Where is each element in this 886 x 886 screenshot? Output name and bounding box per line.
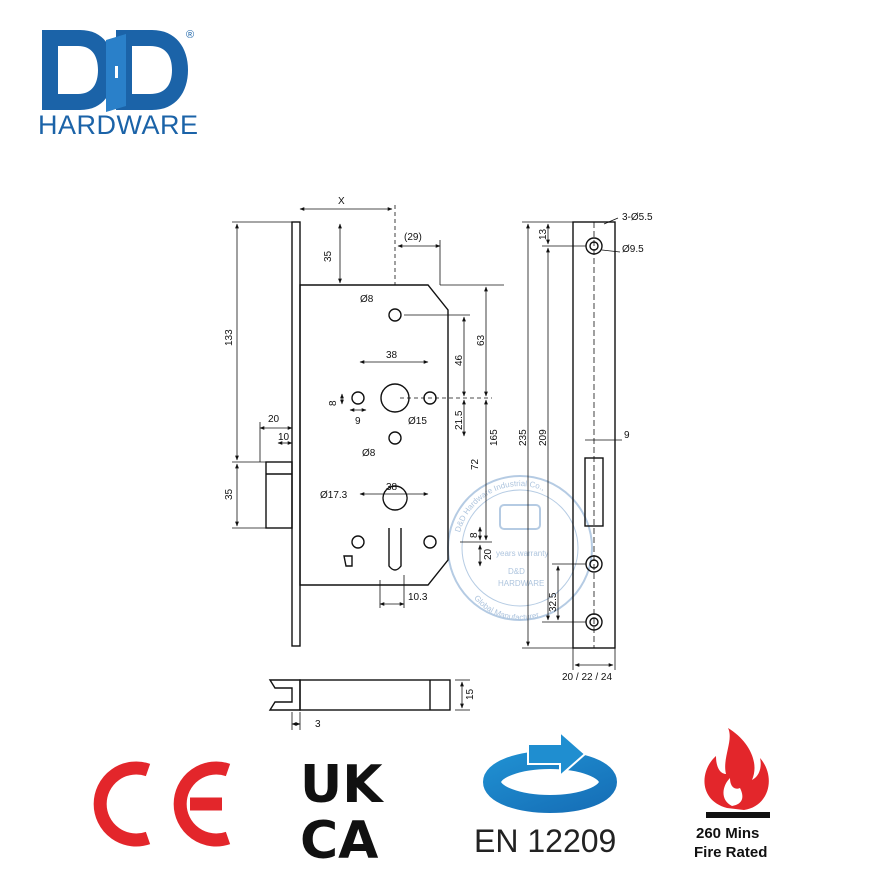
dim-x: X [338, 196, 345, 207]
dim-15-dia: Ø15 [408, 416, 427, 427]
dim-17-3-dia: Ø17.3 [320, 490, 348, 501]
dim-8-bottom: 8 [469, 532, 480, 538]
watermark-middle-text: years warranty [496, 549, 548, 558]
dim-20-latch: 20 [268, 414, 280, 425]
dim-10-3: 10.3 [408, 592, 428, 603]
watermark-brand-text: D&D [508, 567, 525, 576]
forend-plate [291, 221, 301, 647]
dim-46: 46 [454, 354, 465, 366]
flame-icon [704, 728, 770, 818]
watermark: D&D Hardware Industrial Co., Global Manu… [447, 475, 593, 623]
dim-10: 10 [278, 432, 290, 443]
ukca-line2: CA [300, 811, 378, 871]
dim-63: 63 [476, 334, 487, 346]
dim-209: 209 [538, 429, 549, 446]
registered-mark: ® [186, 29, 194, 41]
en-standard: EN 12209 [474, 823, 616, 859]
dim-38-bottom: 38 [386, 482, 398, 493]
fire-line2: Fire Rated [694, 844, 767, 861]
dimension-labels: X (29) 35 133 Ø8 38 46 63 8 9 Ø15 21.5 1… [224, 196, 653, 730]
dim-29: (29) [404, 232, 422, 243]
watermark-sub-text: HARDWARE [498, 579, 544, 588]
dim-35-top: 35 [323, 250, 334, 262]
dim-32-5: 32.5 [548, 592, 559, 612]
dim-35-latch: 35 [224, 488, 235, 500]
dd-logo-mark [42, 30, 188, 112]
dim-133: 133 [224, 329, 235, 346]
dim-9-slot: 9 [624, 430, 630, 441]
dim-15-bolt: 15 [465, 688, 476, 700]
dim-8-dia-mid: Ø8 [362, 448, 376, 459]
certifications-row: CE UK CA EN 12209 260 Mins Fire Rated [0, 0, 770, 871]
ce-label: CE [0, 0, 2, 1]
ce-mark [93, 761, 231, 847]
svg-text:Global Manufacturer: Global Manufacturer [472, 594, 540, 623]
dim-8-dia-top: Ø8 [360, 294, 374, 305]
dim-165: 165 [489, 429, 500, 446]
deadbolt-view [268, 679, 451, 711]
dim-38-top: 38 [386, 350, 398, 361]
dim-faceplate-widths: 20 / 22 / 24 [562, 672, 612, 683]
follower-hole [380, 383, 410, 413]
watermark-bottom-text: Global Manufacturer [472, 594, 540, 623]
brand-name: HARDWARE [38, 110, 199, 140]
dim-9: 9 [355, 416, 361, 427]
dim-holes-dia: 3-Ø5.5 [622, 212, 653, 223]
dim-20-bottom: 20 [483, 548, 494, 560]
dim-72: 72 [470, 458, 481, 470]
fire-line1: 260 Mins [696, 825, 759, 842]
brand-logo: ® HARDWARE [38, 29, 199, 140]
forend-front-view [572, 221, 616, 649]
dim-21-5: 21.5 [454, 410, 465, 430]
lock-drawing [232, 205, 622, 730]
cylinder-cutout [382, 485, 408, 571]
ukca-line1: UK [300, 755, 384, 815]
dim-3: 3 [315, 719, 321, 730]
dim-13: 13 [538, 228, 549, 240]
lock-case [299, 284, 449, 586]
cycle-icon [483, 729, 617, 813]
dim-9-5-dia: Ø9.5 [622, 244, 644, 255]
latch-bolt [265, 461, 293, 529]
dim-235: 235 [518, 429, 529, 446]
dim-8-side: 8 [328, 400, 339, 406]
